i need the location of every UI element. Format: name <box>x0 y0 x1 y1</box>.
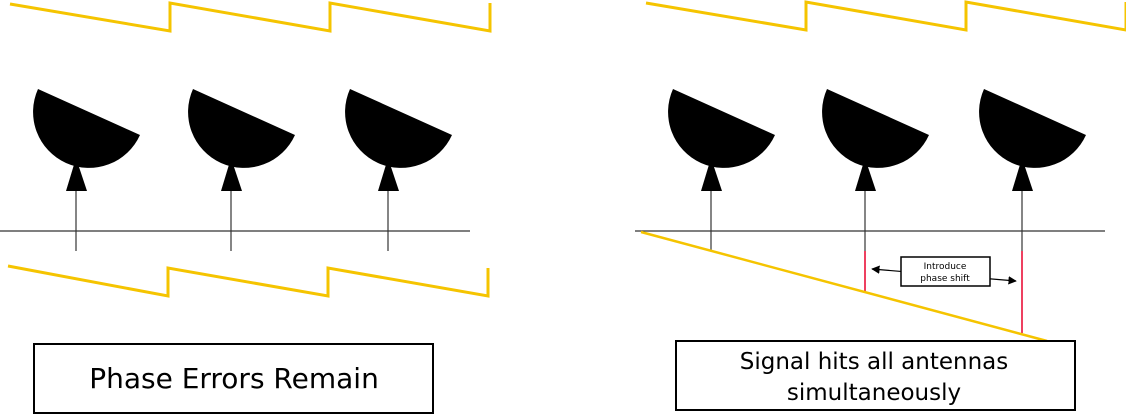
left-top-wavefront <box>9 1 492 33</box>
right-caption-box <box>675 340 1076 411</box>
dish-icon <box>822 89 929 191</box>
left-caption: Phase Errors Remain <box>89 362 379 395</box>
dish-icon <box>345 89 452 191</box>
dish-icon <box>33 89 140 191</box>
right-caption-line1: Signal hits all antennas <box>740 349 1009 375</box>
right-top-wavefront <box>645 0 1126 32</box>
left-antenna-3 <box>345 89 452 251</box>
left-antenna-1 <box>33 89 140 251</box>
right-wavefront-diagonal <box>640 230 1048 343</box>
dish-icon <box>188 89 295 191</box>
dish-icon <box>979 89 1086 191</box>
right-panel: Introduce phase shift Signal hits all an… <box>635 0 1126 411</box>
dish-icon <box>668 89 775 191</box>
right-caption-line2: simultaneously <box>787 380 961 406</box>
right-antenna-3 <box>979 89 1086 251</box>
phase-shift-label-line1: Introduce <box>924 262 967 272</box>
right-antenna-1 <box>668 89 775 250</box>
phase-shift-label-line2: phase shift <box>920 274 970 284</box>
right-antenna-2 <box>822 89 929 251</box>
left-antenna-2 <box>188 89 295 251</box>
left-bottom-wavefront <box>7 264 490 298</box>
phase-shift-label-box <box>900 256 991 287</box>
left-caption-box <box>33 343 434 414</box>
left-panel: Phase Errors Remain <box>0 1 492 414</box>
